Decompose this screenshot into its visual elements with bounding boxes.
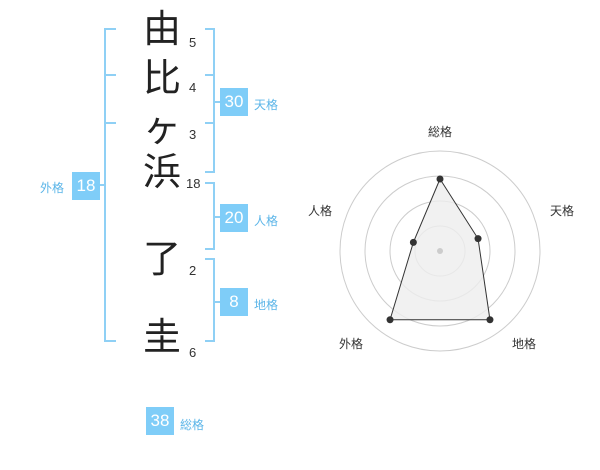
gaikaku-score-badge: 18 (72, 172, 100, 200)
radar-point-4 (409, 238, 417, 246)
name-char-6: 圭 (142, 315, 181, 359)
chikaku-score-badge: 8 (220, 288, 248, 316)
chikaku-label: 地格 (254, 298, 279, 312)
jinkaku-label: 人格 (254, 214, 279, 228)
soukaku-score-badge: 38 (146, 407, 174, 435)
tenkaku-bracket (205, 28, 215, 173)
stroke-count-6: 6 (189, 345, 197, 360)
stroke-count-2: 4 (189, 80, 197, 95)
chikaku-bracket (205, 258, 215, 342)
radar-axis-label-chikaku: 地格 (512, 337, 537, 351)
stroke-count-5: 2 (189, 263, 197, 278)
stroke-count-1: 5 (189, 35, 197, 50)
radar-point-2 (486, 316, 494, 324)
radar-point-1 (474, 235, 482, 243)
name-char-3: ヶ (142, 106, 181, 150)
name-char-1: 由 (142, 7, 181, 51)
soukaku-label: 総格 (180, 418, 205, 432)
radar-axis-label-soukaku: 総格 (428, 125, 453, 139)
radar-axis-label-jinkaku: 人格 (308, 204, 333, 218)
name-char-5: 了 (142, 237, 181, 281)
radar-axis-label-tenkaku: 天格 (550, 204, 575, 218)
tenkaku-label: 天格 (254, 98, 279, 112)
radar-axis-label-gaikaku: 外格 (339, 337, 364, 351)
radar-point-3 (386, 316, 394, 324)
radar-ring-4 (339, 150, 541, 352)
radar-center-dot (437, 248, 443, 254)
stroke-count-4: 18 (186, 176, 201, 191)
gaikaku-label: 外格 (40, 181, 65, 195)
name-char-4: 浜 (142, 150, 181, 194)
radar-point-0 (436, 175, 444, 183)
name-char-2: 比 (142, 56, 181, 100)
stroke-count-3: 3 (189, 127, 197, 142)
jinkaku-score-badge: 20 (220, 204, 248, 232)
tenkaku-score-badge: 30 (220, 88, 248, 116)
